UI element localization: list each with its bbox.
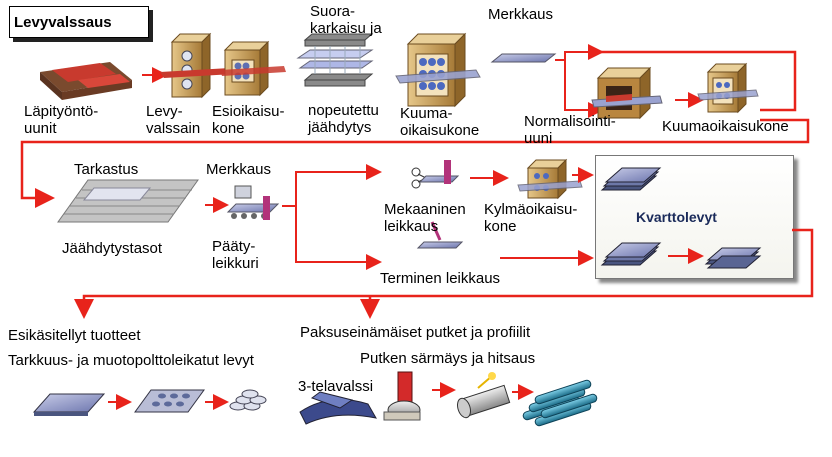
pre-leveller-icon xyxy=(220,40,286,97)
cooling-bed-icon xyxy=(57,179,199,223)
quarto-plate-stack-bottom-icon xyxy=(600,242,662,266)
label-merkkaus-2: Merkkaus xyxy=(206,161,272,178)
label-paatyleikkuri: Pääty- leikkuri xyxy=(212,238,259,272)
diagram-title: Levyvalssaus xyxy=(9,6,149,38)
thermal-cutting-icon xyxy=(416,221,464,249)
pre-treated-plate-icon xyxy=(32,393,106,416)
label-nopeutettu-jaahdytys: nopeutettu jäähdytys xyxy=(308,102,379,136)
pipe-bundle-icon xyxy=(522,379,598,427)
mechanical-cutting-icon xyxy=(411,160,460,189)
quarto-plate-stack-top-icon xyxy=(600,167,662,191)
label-telavalssi: 3-telavalssi xyxy=(298,378,374,395)
label-mekaaninen-leikkaus: Mekaaninen leikkaus xyxy=(384,201,466,235)
label-esioikaisukone: Esioikaisu- kone xyxy=(212,103,285,137)
label-paksuseinamaiset: Paksuseinämäiset putket ja profiilit xyxy=(300,324,531,341)
pipe-welding-icon xyxy=(457,372,511,419)
precision-cut-plate-icon xyxy=(134,389,205,413)
pipe-press-icon xyxy=(383,371,421,421)
label-terminen-leikkaus: Terminen leikkaus xyxy=(380,270,501,287)
label-tarkkuus-muotopolttoleikatut: Tarkkuus- ja muotopolttoleikatut levyt xyxy=(8,352,254,369)
marking-plate-icon xyxy=(490,53,557,63)
label-kylmaoikaisukone: Kylmäoikaisu- kone xyxy=(484,201,578,235)
label-suorakarkaisu: Suora- karkaisu ja xyxy=(310,3,382,37)
label-lapityonto-uunit: Läpityöntö- uunit xyxy=(24,103,99,137)
label-merkkaus-1: Merkkaus xyxy=(488,6,554,23)
label-kuumaoikaisukone-1: Kuuma- oikaisukone xyxy=(400,105,480,139)
end-shear-icon xyxy=(226,185,280,220)
direct-quenching-icon xyxy=(296,33,374,87)
three-roll-bender-icon xyxy=(299,391,377,425)
normalising-furnace-icon xyxy=(591,66,663,120)
hot-leveller-2-icon xyxy=(697,62,759,114)
label-kuumaoikaisukone-2: Kuumaoikaisukone xyxy=(662,118,789,135)
plate-mill-icon xyxy=(160,32,234,99)
cold-leveller-icon xyxy=(517,158,583,200)
label-levyvalssain: Levy- valssain xyxy=(146,103,201,137)
label-putken-sarmays: Putken särmäys ja hitsaus xyxy=(360,350,536,367)
hot-leveller-icon xyxy=(395,32,481,108)
cut-parts-icon xyxy=(229,389,267,411)
cut-plate-stack-icon xyxy=(704,247,762,269)
label-tarkastus: Tarkastus xyxy=(74,161,139,178)
reheating-furnace-icon xyxy=(40,62,132,100)
kvarttolevyt-label: Kvarttolevyt xyxy=(636,209,717,225)
label-esikasitellyt-tuotteet: Esikäsitellyt tuotteet xyxy=(8,327,141,344)
label-normalisointiuuni: Normalisointi- uuni xyxy=(524,113,616,147)
label-jaahdytystasot: Jäähdytystasot xyxy=(62,240,163,257)
